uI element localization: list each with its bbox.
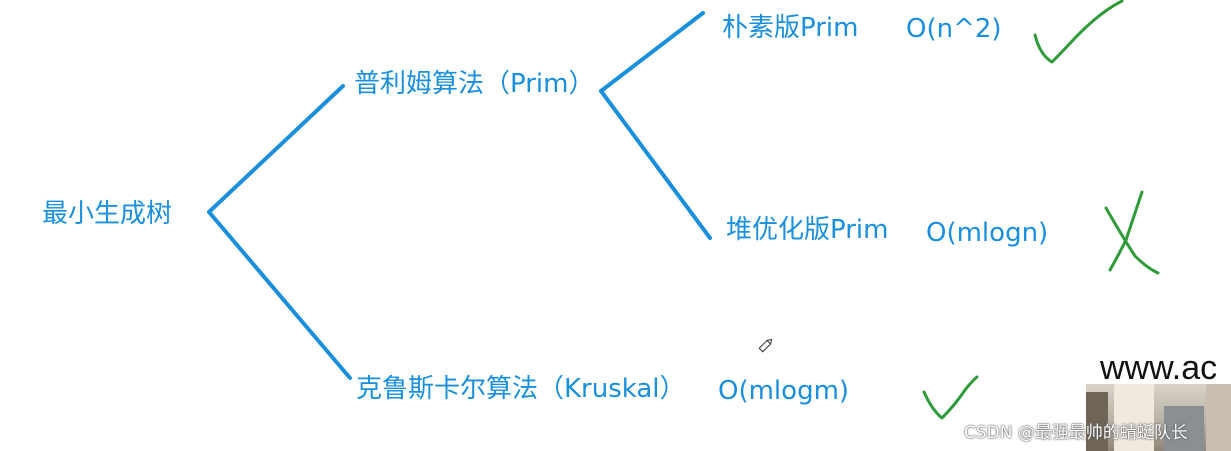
video-thumbnail: [1086, 384, 1231, 451]
kruskal-node-label: 克鲁斯卡尔算法（Kruskal）: [356, 374, 686, 404]
heap-prim-complexity: O(mlogn): [926, 218, 1049, 248]
prim-node-label: 普利姆算法（Prim）: [354, 69, 595, 99]
cross-mark-heap-1: [1104, 206, 1160, 275]
kruskal-complexity: O(mlogm): [718, 376, 850, 406]
root-node-label: 最小生成树: [42, 199, 173, 229]
edge-prim-heap: [599, 89, 712, 240]
check-mark-kruskal: [922, 375, 979, 420]
site-url-text: www.ac: [1100, 349, 1218, 387]
heap-prim-label: 堆优化版Prim: [726, 215, 889, 245]
edge-prim-naive: [599, 11, 705, 93]
edge-root-prim: [207, 84, 345, 214]
cross-mark-heap-2: [1108, 190, 1144, 272]
pencil-cursor-icon: [758, 338, 773, 353]
check-mark-naive: [1033, 0, 1124, 64]
naive-prim-label: 朴素版Prim: [722, 13, 859, 43]
edge-root-kruskal: [207, 210, 352, 380]
naive-prim-complexity: O(n^2): [906, 14, 1002, 44]
csdn-watermark: CSDN @最强最帅的蜻蜓队长: [964, 423, 1188, 443]
